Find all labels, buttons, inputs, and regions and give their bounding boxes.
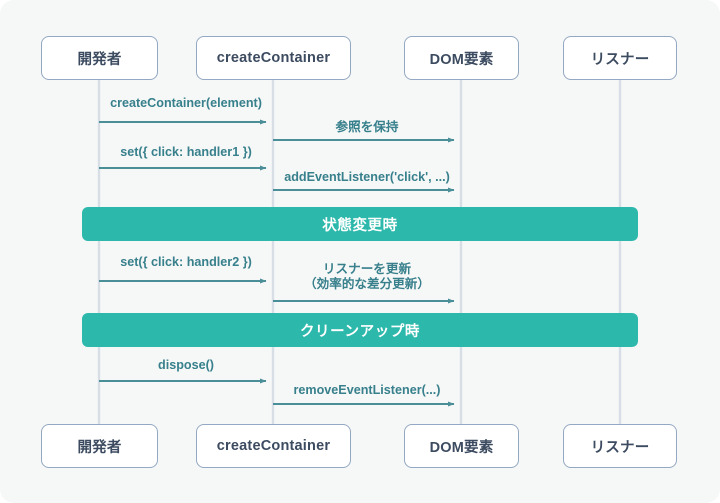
message-label-m8: removeEventListener(...) (293, 383, 441, 397)
participant-label-dom-top: DOM要素 (429, 51, 494, 68)
message-label-m1: createContainer(element) (110, 96, 262, 110)
participant-label-listener-bottom: リスナー (590, 439, 650, 456)
participant-box-dev-bottom[interactable]: 開発者 (41, 424, 158, 468)
participant-label-createcontainer-top: createContainer (216, 50, 331, 66)
participant-box-createcontainer-bottom[interactable]: createContainer (196, 424, 351, 468)
message-label-m2: 参照を保持 (335, 120, 399, 134)
participant-box-listener-top[interactable]: リスナー (563, 36, 677, 80)
banner-state-change: 状態変更時 (82, 207, 638, 241)
message-label-m7: dispose() (158, 358, 214, 372)
participant-box-createcontainer-top[interactable]: createContainer (196, 36, 351, 80)
participant-label-createcontainer-bottom: createContainer (216, 438, 331, 454)
message-label-m4: addEventListener('click', ...) (284, 170, 450, 184)
banner-label-cleanup: クリーンアップ時 (299, 323, 421, 340)
message-arrows (99, 119, 455, 407)
participant-box-dev-top[interactable]: 開発者 (41, 36, 158, 80)
participant-box-dom-bottom[interactable]: DOM要素 (404, 424, 519, 468)
participant-label-dev-bottom: 開発者 (77, 439, 122, 456)
participant-label-dev-top: 開発者 (77, 51, 122, 68)
lifelines (97, 80, 622, 424)
participant-label-listener-top: リスナー (590, 51, 650, 68)
banner-label-state-change: 状態変更時 (322, 217, 398, 234)
message-label-m5: set({ click: handler2 }) (120, 255, 252, 269)
banner-cleanup: クリーンアップ時 (82, 313, 638, 347)
participant-box-dom-top[interactable]: DOM要素 (404, 36, 519, 80)
message-label-m3: set({ click: handler1 }) (120, 145, 252, 159)
message-label-m6-line1: リスナーを更新 (322, 262, 412, 276)
participant-label-dom-bottom: DOM要素 (429, 439, 494, 456)
message-label-m6-line2: （効率的な差分更新） (304, 277, 430, 291)
participant-box-listener-bottom[interactable]: リスナー (563, 424, 677, 468)
message-label-m6: リスナーを更新 （効率的な差分更新） (304, 262, 430, 292)
